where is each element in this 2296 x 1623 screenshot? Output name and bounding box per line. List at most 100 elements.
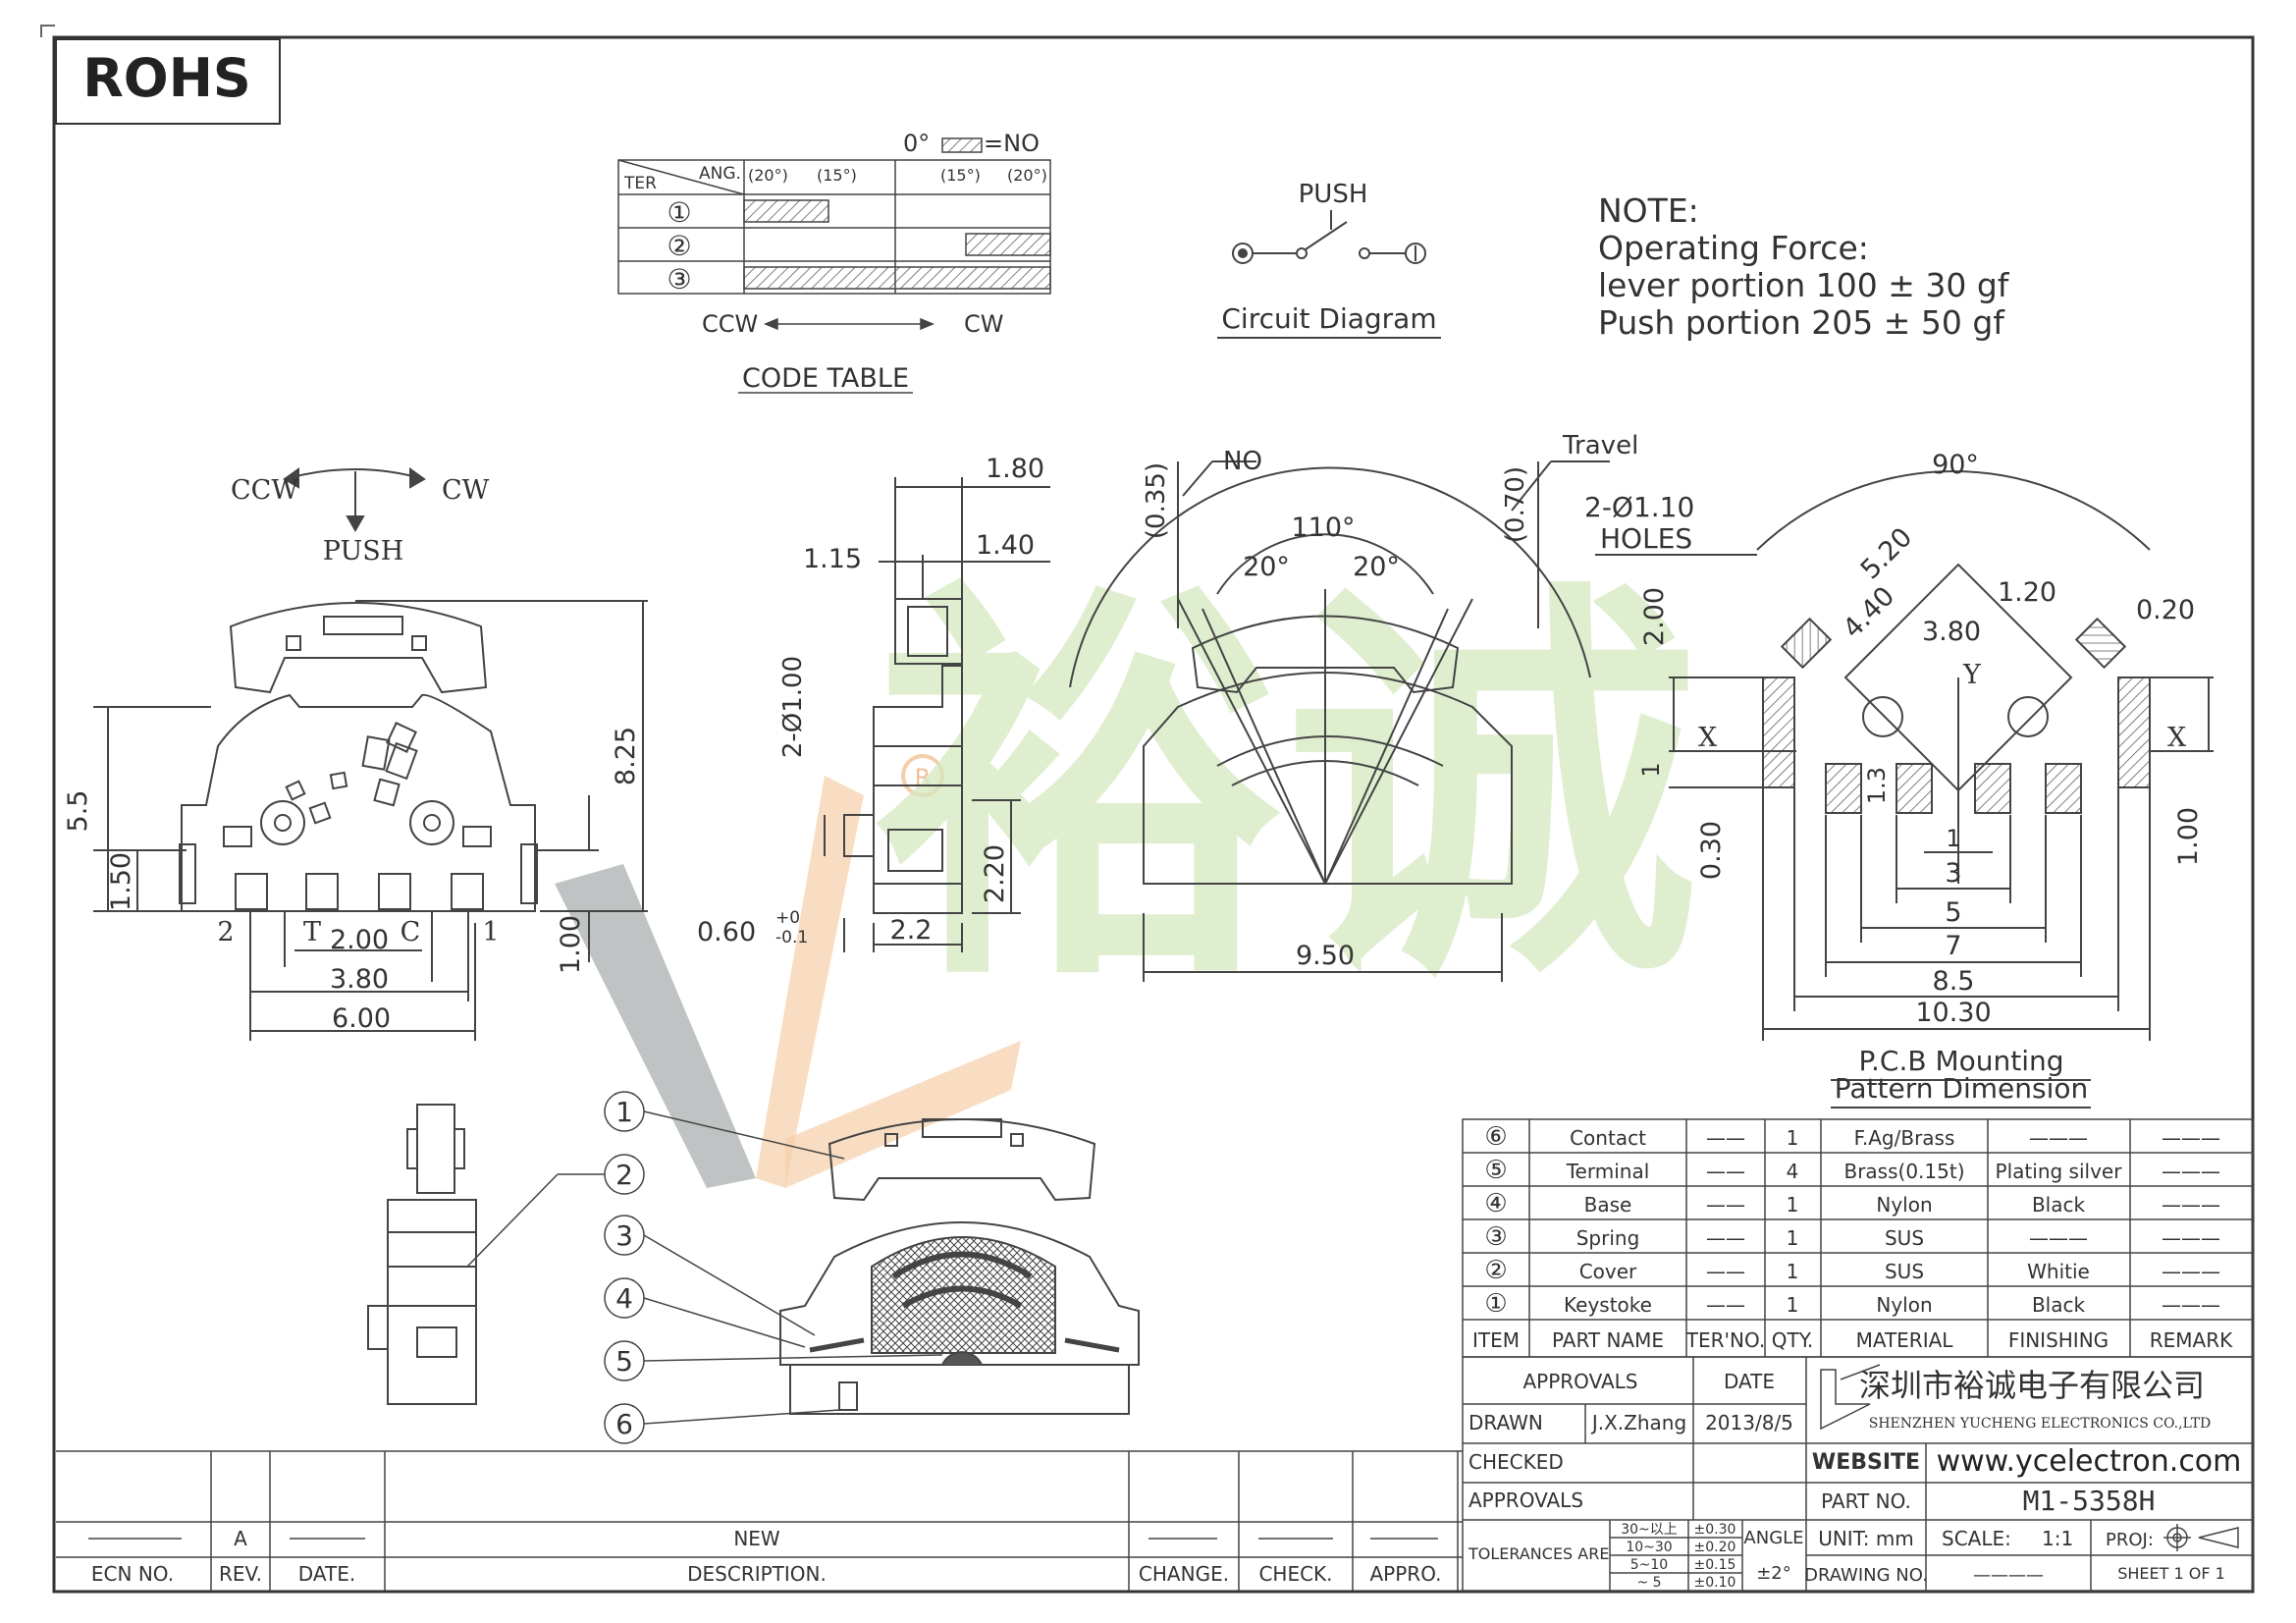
bom-qty: 1	[1787, 1126, 1799, 1150]
bom-header: MATERIAL	[1856, 1328, 1954, 1352]
code-table-row-label: ①	[667, 196, 691, 229]
dim-label: 6.00	[332, 1003, 391, 1034]
callout-number: 3	[615, 1219, 633, 1252]
bom-item: ④	[1484, 1189, 1507, 1218]
dim-label: 2.00	[1639, 587, 1670, 646]
bom-rows: ⑥ Contact —— 1 F.Ag/Brass ——— ——— ⑤ Term…	[1472, 1122, 2233, 1352]
front-push-label: PUSH	[323, 536, 404, 567]
dim-label: 20°	[1353, 552, 1400, 582]
bom-header: REMARK	[2150, 1328, 2233, 1352]
note-line: lever portion 100 ± 30 gf	[1598, 266, 2010, 304]
pin-label: 1	[482, 917, 499, 947]
tb-tol-value: ±0.10	[1694, 1575, 1736, 1591]
dim-label: 1.20	[1998, 577, 2056, 608]
tb-part-no-label: PART NO.	[1821, 1489, 1911, 1513]
dim-label: 5.5	[63, 790, 93, 833]
tb-website-label: WEBSITE	[1812, 1450, 1920, 1475]
title-block-text: APPROVALS DATE DRAWN J.X.Zhang 2013/8/5 …	[1468, 1367, 2241, 1591]
dim-label: (0.35)	[1142, 462, 1171, 539]
tb-tol-range: ~ 5	[1636, 1575, 1661, 1591]
dim-label: 5.20	[1855, 522, 1918, 585]
dim-label: 0.30	[1696, 821, 1727, 880]
exploded-view	[367, 1104, 1140, 1415]
rohs-label: ROHS	[82, 47, 251, 109]
bom-name: Spring	[1576, 1226, 1640, 1250]
bom-material: SUS	[1885, 1260, 1924, 1283]
code-table-row-label: ③	[667, 263, 691, 296]
dim-label: 0.60	[697, 917, 756, 947]
note-line: Operating Force:	[1598, 229, 1869, 267]
tb-proj: PROJ:	[2106, 1530, 2154, 1550]
bom-finishing: Whitie	[2027, 1260, 2090, 1283]
code-table-angle: (15°)	[817, 166, 857, 185]
tb-date: DATE	[1724, 1370, 1775, 1393]
dim-tolerance: -0.1	[775, 928, 808, 947]
bom-item: ②	[1484, 1256, 1507, 1285]
tb-part-no: M1-5358H	[2023, 1485, 2156, 1517]
bom-finishing: Black	[2032, 1193, 2086, 1217]
bom-finishing: ———	[2029, 1126, 2088, 1150]
bom-material: Brass(0.15t)	[1843, 1160, 1964, 1183]
callout-number: 6	[615, 1408, 633, 1440]
bom-name: Cover	[1579, 1260, 1637, 1283]
pcb-holes2: HOLES	[1600, 522, 1692, 555]
tb-website: www.ycelectron.com	[1937, 1444, 2242, 1479]
dim-label: 2.2	[890, 915, 933, 946]
dim-label: 7	[1945, 931, 1961, 961]
callout-number: 4	[615, 1282, 633, 1315]
dim-label: 9.50	[1296, 941, 1355, 971]
bom-item: ①	[1484, 1289, 1507, 1319]
code-table-ang: ANG.	[699, 164, 741, 184]
tb-tol-range: 10~30	[1626, 1540, 1672, 1555]
tb-tolerances: TOLERANCES ARE	[1468, 1544, 1609, 1563]
angle-view	[1069, 460, 1610, 982]
bom-finishing: ———	[2029, 1226, 2088, 1250]
dim-label: 4.40	[1838, 581, 1900, 644]
bom-header: TER'NO.	[1685, 1328, 1766, 1352]
tb-tol-value: ±0.15	[1694, 1557, 1736, 1573]
bom-qty: 1	[1787, 1260, 1799, 1283]
drawing-frame	[52, 35, 2255, 1594]
dim-label: 1.50	[106, 852, 136, 911]
tb-sheet: SHEET 1 OF 1	[2117, 1564, 2225, 1583]
bom-qty: 4	[1787, 1160, 1799, 1183]
dim-label: 1.40	[976, 530, 1035, 561]
bom-item: ③	[1484, 1222, 1507, 1252]
front-ccw-label: CCW	[231, 475, 298, 506]
rev-header: CHECK.	[1258, 1562, 1332, 1586]
front-cw-label: CW	[442, 475, 490, 506]
tb-scale: 1:1	[2042, 1527, 2073, 1550]
dim-label: 90°	[1932, 450, 1979, 480]
title-block	[1462, 1356, 2254, 1592]
bom-item: ⑤	[1484, 1156, 1507, 1185]
tb-drawing-no-val: ————	[1973, 1565, 2044, 1586]
note-line: Push portion 205 ± 50 gf	[1598, 303, 2005, 342]
tb-tol-range: 30~以上	[1621, 1522, 1678, 1538]
circuit-title: Circuit Diagram	[1221, 302, 1436, 335]
dim-label: 3.80	[1922, 617, 1981, 647]
pcb-title: P.C.B Mounting	[1858, 1045, 2063, 1077]
code-table	[617, 137, 1051, 394]
dim-label: 10.30	[1915, 998, 1991, 1028]
bom-name: Keystoke	[1564, 1293, 1652, 1317]
pcb-holes: 2-Ø1.10	[1584, 491, 1694, 523]
bom-finishing: Plating silver	[1996, 1160, 2123, 1183]
code-table-title: CODE TABLE	[742, 363, 909, 394]
angle-travel-label: Travel	[1562, 431, 1638, 460]
tb-angle: ANGLE	[1743, 1528, 1803, 1548]
bom-name: Base	[1584, 1193, 1632, 1217]
code-table-zero: 0°	[903, 130, 930, 157]
bom-ter: ——	[1706, 1293, 1745, 1317]
bom-ter: ——	[1706, 1126, 1745, 1150]
note-line: NOTE:	[1598, 191, 1699, 230]
rev-desc: NEW	[733, 1527, 780, 1550]
bom-remark: ———	[2162, 1260, 2220, 1283]
watermark: R 裕诚	[555, 551, 1698, 1188]
front-view	[93, 467, 648, 1041]
dim-label: 1.00	[556, 915, 586, 974]
bom-header: ITEM	[1472, 1328, 1520, 1352]
code-table-ccw: CCW	[702, 310, 758, 338]
bom-item: ⑥	[1484, 1122, 1507, 1152]
bom-remark: ———	[2162, 1193, 2220, 1217]
angle-no-label: NO	[1223, 447, 1262, 476]
